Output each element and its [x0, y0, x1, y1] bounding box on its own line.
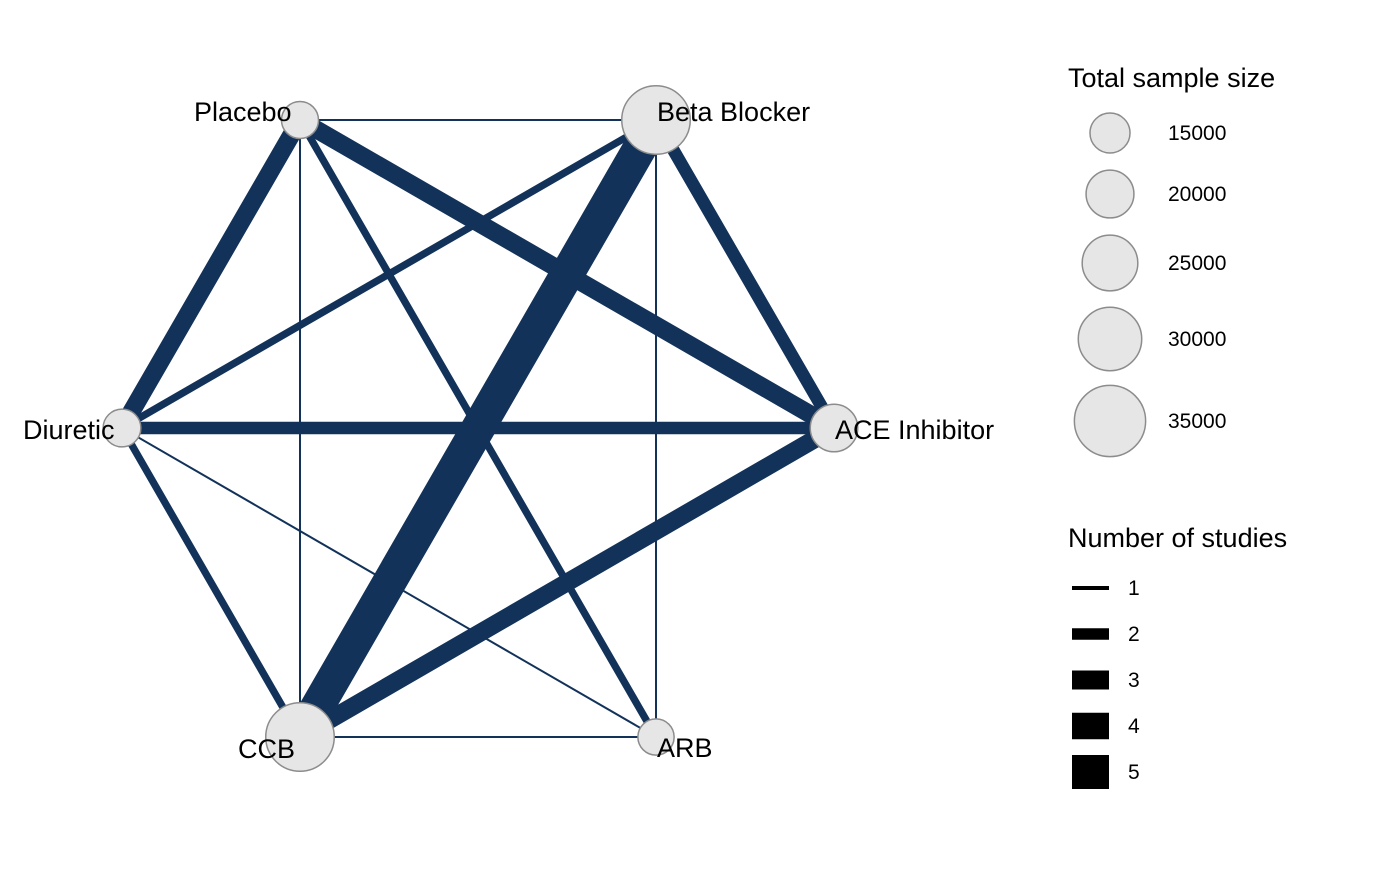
studies-legend-label: 3 — [1128, 669, 1140, 692]
studies-legend-label: 5 — [1128, 761, 1140, 784]
node-label-arb: ARB — [657, 733, 713, 763]
sample-size-legend-items: 15000 20000 25000 30000 35000 — [1073, 112, 1226, 458]
node-label-placebo: Placebo — [194, 97, 292, 127]
sample-size-legend-title: Total sample size — [1068, 63, 1275, 93]
edge-ccb-ace-inhibitor — [295, 420, 839, 745]
node-arb — [637, 718, 675, 756]
sample-size-legend-label: 30000 — [1168, 328, 1226, 351]
studies-legend-label: 4 — [1128, 715, 1140, 738]
node-ccb — [265, 702, 335, 772]
studies-legend-title: Number of studies — [1068, 523, 1287, 553]
edge-diuretic-arb — [121, 427, 657, 738]
studies-legend-label: 1 — [1128, 577, 1140, 600]
studies-legend-label: 2 — [1128, 623, 1140, 646]
node-placebo — [280, 100, 320, 140]
sample-size-legend-label: 15000 — [1168, 122, 1226, 145]
node-label-beta-blocker: Beta Blocker — [657, 97, 810, 127]
edge-layer — [114, 111, 840, 746]
sample-size-legend-label: 35000 — [1168, 410, 1226, 433]
node-diuretic — [102, 408, 142, 448]
sample-size-legend-label: 25000 — [1168, 252, 1226, 275]
sample-size-legend-circle — [1077, 306, 1143, 372]
node-label-diuretic: Diuretic — [23, 415, 115, 445]
edge-beta-blocker-diuretic — [120, 116, 658, 432]
sample-size-legend-circle — [1081, 234, 1139, 292]
node-label-ccb: CCB — [238, 734, 295, 764]
node-beta-blocker — [621, 85, 691, 155]
node-ace-inhibitor — [809, 403, 859, 453]
edge-beta-blocker-ace-inhibitor — [650, 116, 840, 432]
sample-size-legend-circle — [1073, 384, 1147, 458]
studies-legend-items: 1 2 3 4 5 — [1072, 577, 1140, 789]
node-label-ace-inhibitor: ACE Inhibitor — [835, 415, 994, 445]
sample-size-legend-circle — [1085, 169, 1135, 219]
studies-legend: Number of studies 1 2 3 4 5 — [1068, 523, 1287, 789]
sample-size-legend-label: 20000 — [1168, 183, 1226, 206]
sample-size-legend: Total sample size 15000 20000 25000 30000 35… — [1068, 63, 1275, 458]
node-layer — [102, 85, 859, 772]
edge-diuretic-ccb — [118, 426, 304, 739]
sample-size-legend-circle — [1089, 112, 1131, 154]
edge-placebo-diuretic — [114, 115, 308, 433]
